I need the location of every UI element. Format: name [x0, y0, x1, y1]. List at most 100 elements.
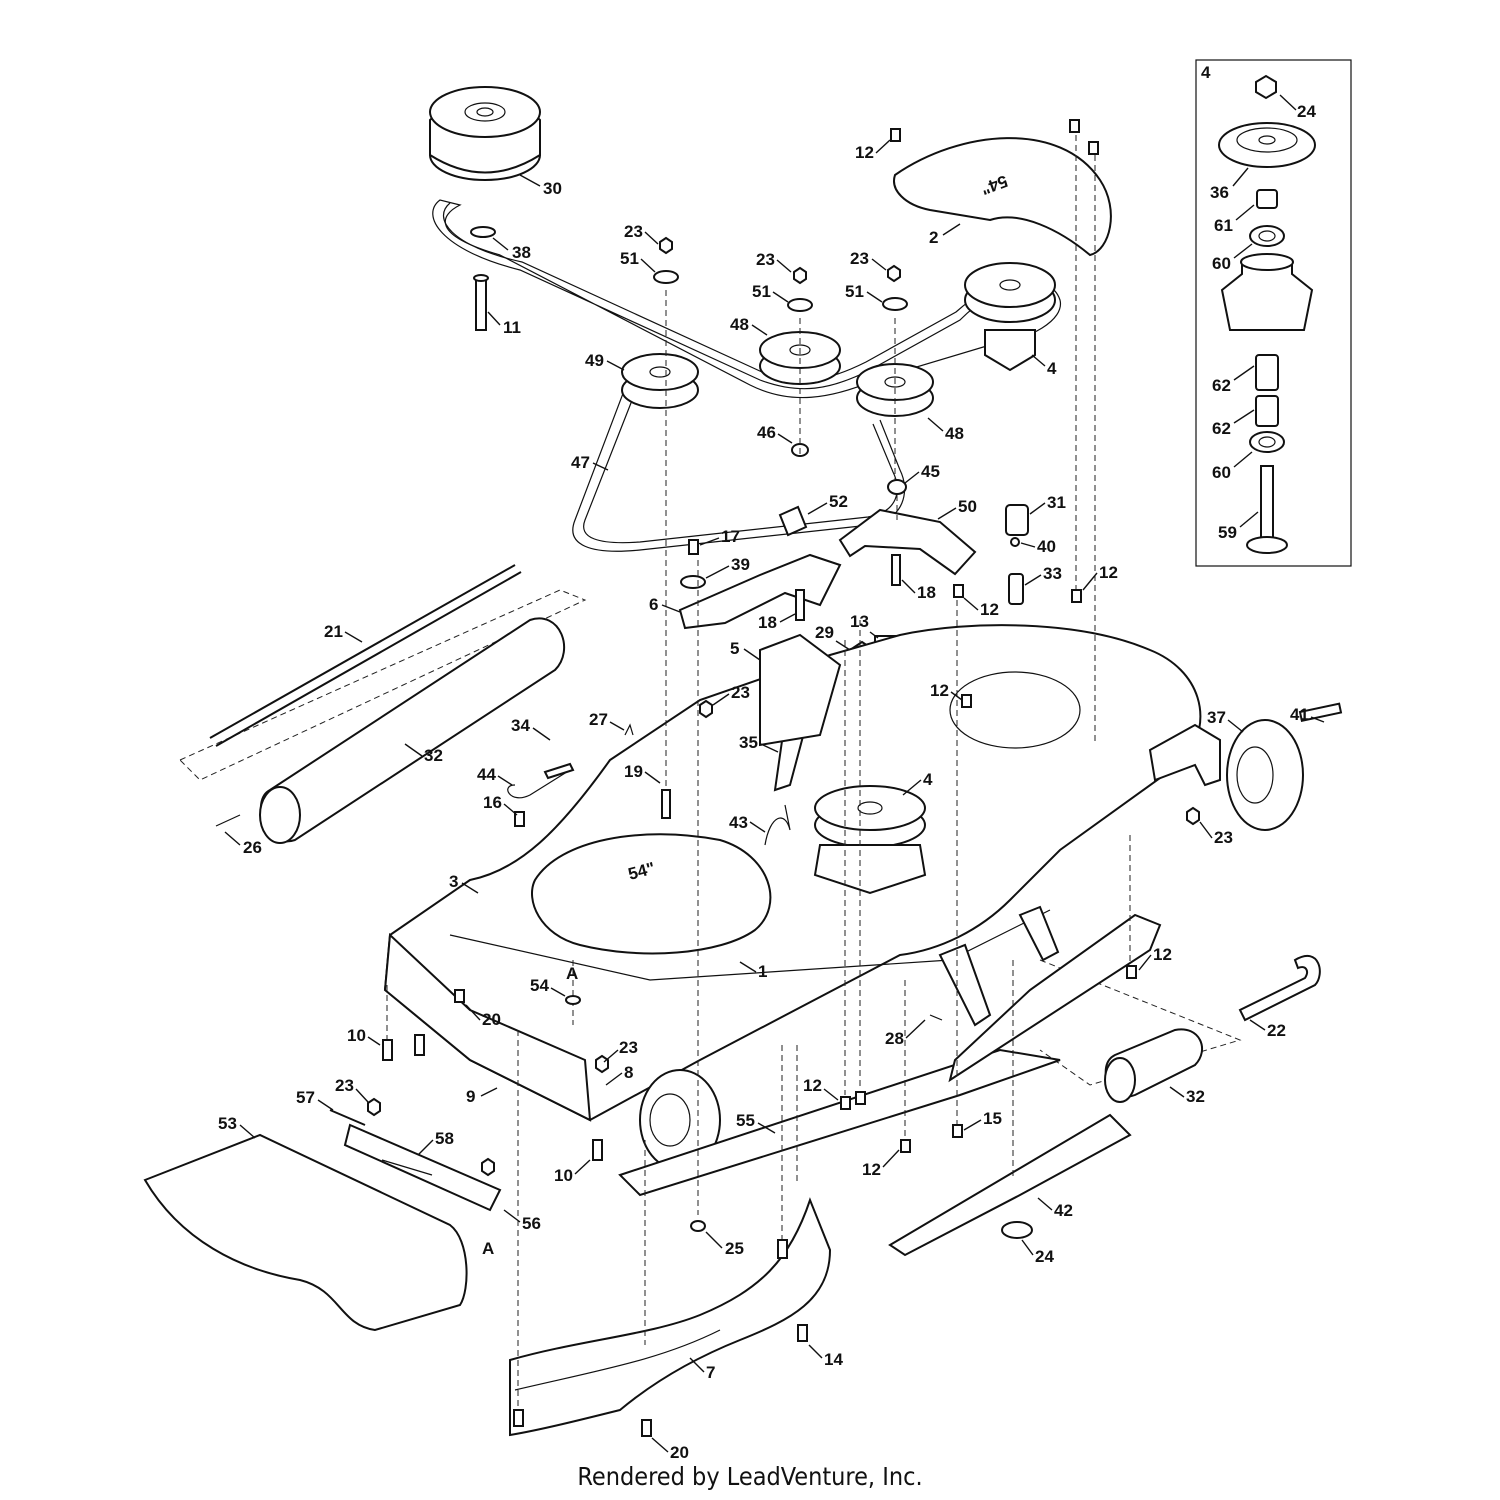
- spindle-housing-right: [984, 329, 1036, 372]
- inset-shaft-59: [1260, 465, 1274, 539]
- callout-14: 14: [824, 1350, 843, 1369]
- bolt-11: [475, 277, 487, 331]
- callout-2: 2: [929, 228, 938, 247]
- inset-callout-24: 24: [1297, 102, 1316, 121]
- bracket-5: [759, 633, 842, 747]
- bolt-20-b: [641, 1419, 652, 1437]
- bolt-10-a: [382, 1039, 393, 1061]
- inset-callout-36: 36: [1210, 183, 1229, 202]
- callout-16: 16: [483, 793, 502, 812]
- nut-23-wheel: [1186, 806, 1200, 826]
- bolt-12-cover-c: [1088, 141, 1099, 155]
- bolt-10-b: [414, 1034, 425, 1056]
- callout-8: 8: [624, 1063, 633, 1082]
- pin-28: [929, 1014, 943, 1021]
- gauge-wheel-37: [1226, 702, 1343, 831]
- callout-55: 55: [736, 1111, 755, 1130]
- callout-41: 41: [1290, 705, 1309, 724]
- bolt-12-e: [855, 1091, 866, 1105]
- bolt-16: [514, 811, 525, 827]
- callout-37: 37: [1207, 708, 1226, 727]
- spring-34: [543, 762, 575, 780]
- spindle-housing-center: [813, 844, 927, 895]
- nut-23-right: [887, 264, 901, 283]
- deck-bracket-right-side: [1018, 905, 1060, 962]
- washer-38: [470, 226, 496, 238]
- washer-51-center: [787, 298, 813, 312]
- callout-18b: 18: [917, 583, 936, 602]
- callout-44: 44: [477, 765, 496, 784]
- nut-23-chute-right: [481, 1157, 495, 1177]
- rear-roller-assembly: [1039, 954, 1321, 1103]
- bolt-12-f: [900, 1139, 911, 1153]
- callout-3: 3: [449, 872, 458, 891]
- bolt-10-c: [592, 1139, 603, 1161]
- inset-border: [1195, 59, 1352, 567]
- inset-spindle-housing: [1220, 259, 1314, 331]
- assembly-reference-lines: [386, 135, 1131, 1410]
- callout-39: 39: [731, 555, 750, 574]
- callout-23b: 23: [756, 250, 775, 269]
- bolt-15: [952, 1124, 963, 1138]
- callout-25: 25: [725, 1239, 744, 1258]
- callout-20a: 20: [482, 1010, 501, 1029]
- callout-4a: 4: [1047, 359, 1057, 378]
- callout-A-top: A: [566, 964, 578, 983]
- baffle-right: [948, 913, 1162, 1083]
- bolt-12-cover-b: [1069, 119, 1080, 133]
- nut-23-deck: [699, 699, 713, 719]
- callout-50: 50: [958, 497, 977, 516]
- callout-23e: 23: [1214, 828, 1233, 847]
- spring-31: [1005, 504, 1029, 536]
- bolt-20-b-left: [513, 1409, 524, 1427]
- callout-52: 52: [829, 492, 848, 511]
- inset-bearing-60-top: [1249, 225, 1285, 247]
- bracket-52: [778, 505, 808, 537]
- callout-6: 6: [649, 595, 658, 614]
- link-43: [764, 804, 791, 846]
- bolt-18a: [795, 589, 805, 621]
- callout-56: 56: [522, 1214, 541, 1233]
- callout-23d: 23: [731, 683, 750, 702]
- callout-38: 38: [512, 243, 531, 262]
- inset-pulley-36: [1218, 122, 1316, 168]
- callout-28: 28: [885, 1029, 904, 1048]
- inset-callout-59: 59: [1218, 523, 1237, 542]
- callout-43: 43: [729, 813, 748, 832]
- spindle-assembly-inset: 4 24 36 61 60 62 62 60: [1195, 59, 1352, 567]
- roller-shaft-22: [1238, 954, 1321, 1022]
- blade-nut-24: [1001, 1221, 1033, 1239]
- upper-deck-belt: [432, 199, 1061, 399]
- nut-23-chute: [367, 1097, 381, 1117]
- hook-44: [507, 769, 571, 799]
- callout-29: 29: [815, 623, 834, 642]
- inset-callout-60a: 60: [1212, 254, 1231, 273]
- washer-51-left: [653, 270, 679, 284]
- callout-51a: 51: [620, 249, 639, 268]
- callout-13: 13: [850, 612, 869, 631]
- callout-12a: 12: [855, 143, 874, 162]
- callout-17: 17: [721, 527, 740, 546]
- bolt-17: [688, 539, 699, 555]
- callout-4b: 4: [923, 770, 933, 789]
- callout-19: 19: [624, 762, 643, 781]
- deck-hanger-bracket-right: [1148, 723, 1221, 787]
- front-baffle-7: [509, 1197, 832, 1437]
- washer-51-right: [882, 297, 908, 311]
- chute-bracket-56: [343, 1123, 502, 1212]
- discharge-chute-53: [143, 1133, 468, 1332]
- adapter-33: [1008, 573, 1024, 605]
- callout-10a: 10: [347, 1026, 366, 1045]
- bolt-18b: [891, 554, 901, 586]
- belt-cover-2: 54": [890, 119, 1112, 257]
- bolt-12-d: [840, 1096, 851, 1110]
- inset-callout-60b: 60: [1212, 463, 1231, 482]
- callout-34: 34: [511, 716, 530, 735]
- callout-23a: 23: [624, 222, 643, 241]
- deck-shell-3: 54": [383, 624, 1221, 1122]
- bolt-12-c: [961, 694, 972, 708]
- inset-spacer-62-a: [1255, 354, 1279, 391]
- deck-spindle-opening-right: [949, 671, 1081, 749]
- callout-40: 40: [1037, 537, 1056, 556]
